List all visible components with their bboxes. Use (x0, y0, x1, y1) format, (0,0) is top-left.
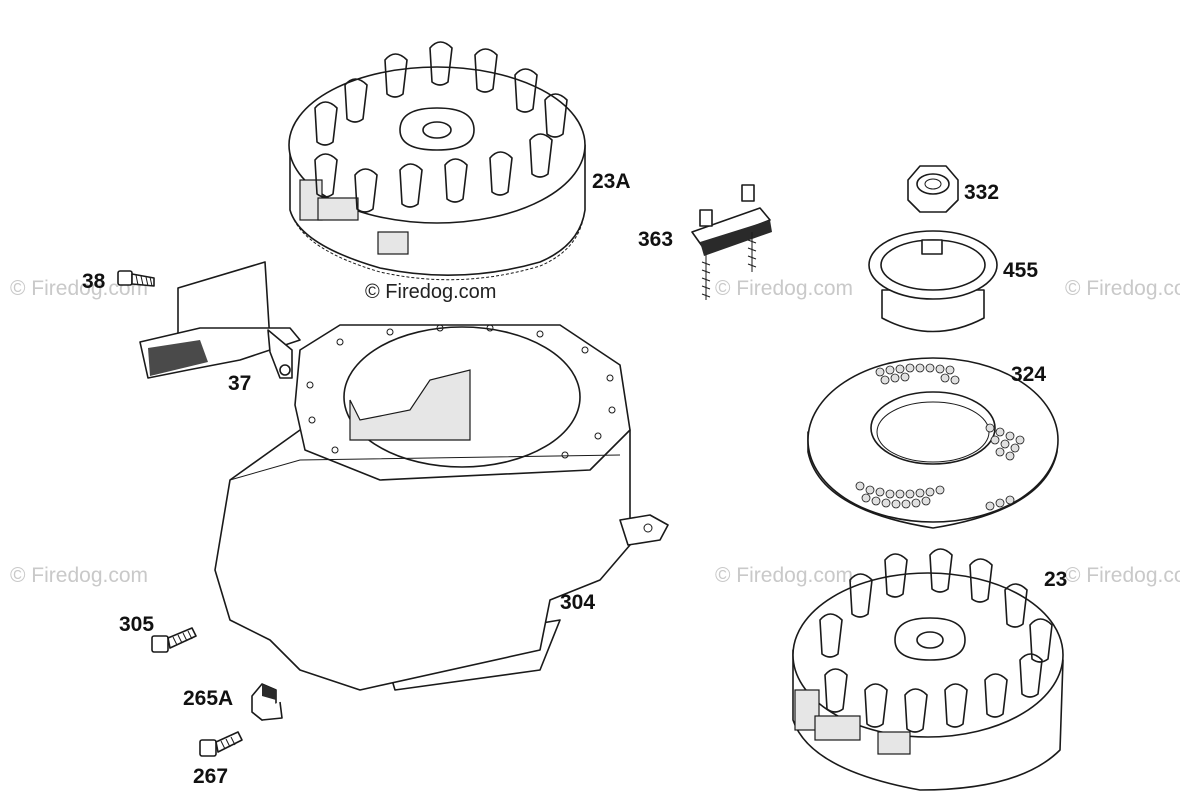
watermark-text: © Firedog.com (715, 564, 853, 587)
part-labels: 23A 38 37 363 332 455 324 304 23 305 265… (82, 170, 1067, 788)
blower-housing-304-drawing (214, 324, 669, 691)
watermark-text: © Firedog.com (10, 564, 148, 587)
part-label-332[interactable]: 332 (964, 181, 999, 204)
screw-267-drawing (199, 731, 243, 757)
watermark-text: © Firedog.com (10, 277, 148, 300)
part-label-23a[interactable]: 23A (592, 170, 631, 193)
screw-38-drawing (117, 270, 155, 287)
part-label-37[interactable]: 37 (228, 372, 251, 395)
governor-bracket-363-drawing (691, 184, 772, 300)
flywheel-23a-drawing (288, 41, 586, 281)
flywheel-23-drawing (792, 548, 1064, 791)
watermark-layer: © Firedog.com © Firedog.com © Firedog.co… (10, 277, 1180, 587)
watermark-text: © Firedog.com (1065, 564, 1180, 587)
clip-265a-drawing (251, 683, 283, 721)
nut-332-drawing (907, 165, 959, 213)
screw-305-drawing (151, 627, 197, 653)
rotating-screen-324-drawing (807, 357, 1059, 529)
part-label-23[interactable]: 23 (1044, 568, 1067, 591)
watermark-text: © Firedog.com (365, 281, 496, 303)
part-label-363[interactable]: 363 (638, 228, 673, 251)
part-label-265a[interactable]: 265A (183, 687, 233, 710)
part-label-267[interactable]: 267 (193, 765, 228, 788)
part-label-38[interactable]: 38 (82, 270, 106, 293)
air-vane-37-drawing (139, 261, 301, 379)
watermark-text: © Firedog.com (715, 277, 853, 300)
part-label-324[interactable]: 324 (1011, 363, 1046, 386)
starter-cup-455-drawing (868, 230, 998, 333)
part-label-305[interactable]: 305 (119, 613, 154, 636)
part-label-455[interactable]: 455 (1003, 259, 1038, 282)
watermark-text: © Firedog.com (1065, 277, 1180, 300)
part-label-304[interactable]: 304 (560, 591, 595, 614)
